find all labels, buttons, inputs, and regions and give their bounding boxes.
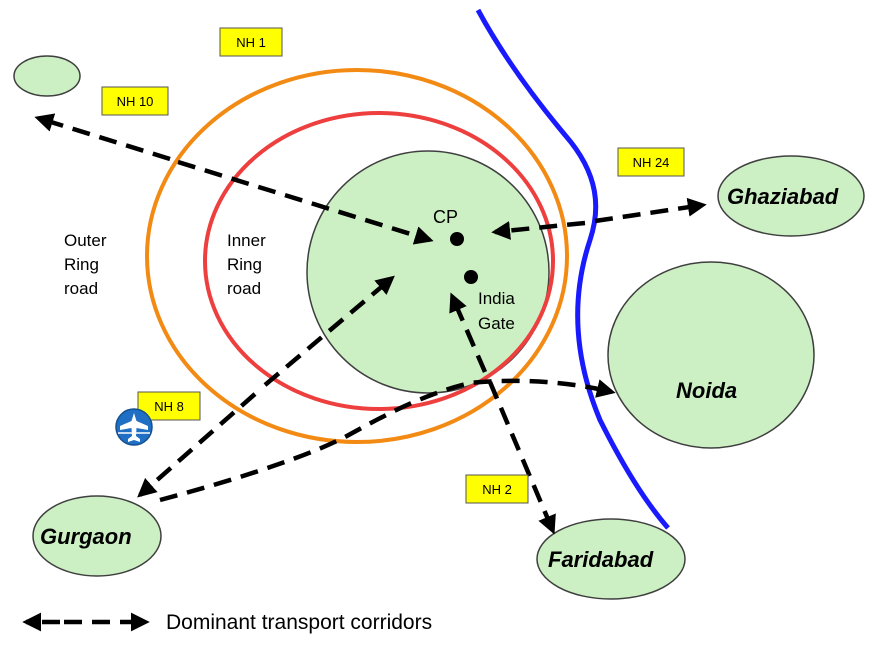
inner-ring-label-line2: Ring <box>227 255 262 274</box>
nh10-destination <box>13 55 81 97</box>
faridabad-label: Faridabad <box>548 547 654 572</box>
yamuna-river <box>475 8 670 530</box>
gurgaon-area <box>32 495 162 577</box>
legend-label: Dominant transport corridors <box>166 611 432 634</box>
legend: Dominant transport corridors <box>22 611 432 634</box>
highway-nh2-label: NH 2 <box>482 482 512 497</box>
highway-nh8-label: NH 8 <box>154 399 184 414</box>
highway-nh24-box <box>617 147 685 177</box>
ghaziabad-area <box>717 155 865 237</box>
airport-icon <box>115 408 153 446</box>
corridor-nh10-to-cp <box>177 159 434 245</box>
highway-nh24-label: NH 24 <box>633 155 670 170</box>
inner-ring-label-line1: Inner <box>227 231 266 250</box>
noida-label: Noida <box>676 378 737 403</box>
central-delhi-area <box>306 150 550 394</box>
india-gate-label-line1: India <box>478 289 515 308</box>
highway-nh2: NH 2 <box>465 474 529 504</box>
outer-ring-label-line3: road <box>64 279 98 298</box>
highway-nh1-box <box>219 27 283 57</box>
outer-ring-label-line1: Outer <box>64 231 107 250</box>
highway-nh24: NH 24 <box>617 147 685 177</box>
outer-ring-road <box>145 68 569 444</box>
outer-ring-label-line2: Ring <box>64 255 99 274</box>
inner-ring-label: Inner Ring road <box>227 231 270 298</box>
highway-nh1-label: NH 1 <box>236 35 266 50</box>
india-gate-marker <box>464 270 478 284</box>
highway-nh10: NH 10 <box>101 86 169 116</box>
highway-nh1: NH 1 <box>219 27 283 57</box>
highway-nh10-box <box>101 86 169 116</box>
cp-marker <box>450 232 464 246</box>
outer-ring-label: Outer Ring road <box>64 231 111 298</box>
faridabad-area <box>536 518 686 600</box>
inner-ring-label-line3: road <box>227 279 261 298</box>
gurgaon-label: Gurgaon <box>40 524 132 549</box>
corridor-cp-to-ghaziabad <box>594 197 707 224</box>
ghaziabad-label: Ghaziabad <box>727 184 839 209</box>
highway-nh8: NH 8 <box>137 391 201 421</box>
corridor-cp-to-gurgaon <box>137 392 257 498</box>
corridor-faridabad-to-india-gate <box>449 292 488 373</box>
cp-label: CP <box>433 207 458 227</box>
highway-nh10-label: NH 10 <box>117 94 154 109</box>
corridor-cp-to-nh10 <box>34 113 171 162</box>
inner-ring-road <box>203 111 555 411</box>
highway-nh2-box <box>465 474 529 504</box>
corridor-gurgaon-noida <box>159 378 616 503</box>
corridor-ghaziabad-to-cp <box>491 220 586 240</box>
noida-area <box>607 261 815 449</box>
india-gate-label-line2: Gate <box>478 314 515 333</box>
corridor-india-gate-to-faridabad <box>487 381 556 535</box>
india-gate-label: India Gate <box>478 289 520 333</box>
